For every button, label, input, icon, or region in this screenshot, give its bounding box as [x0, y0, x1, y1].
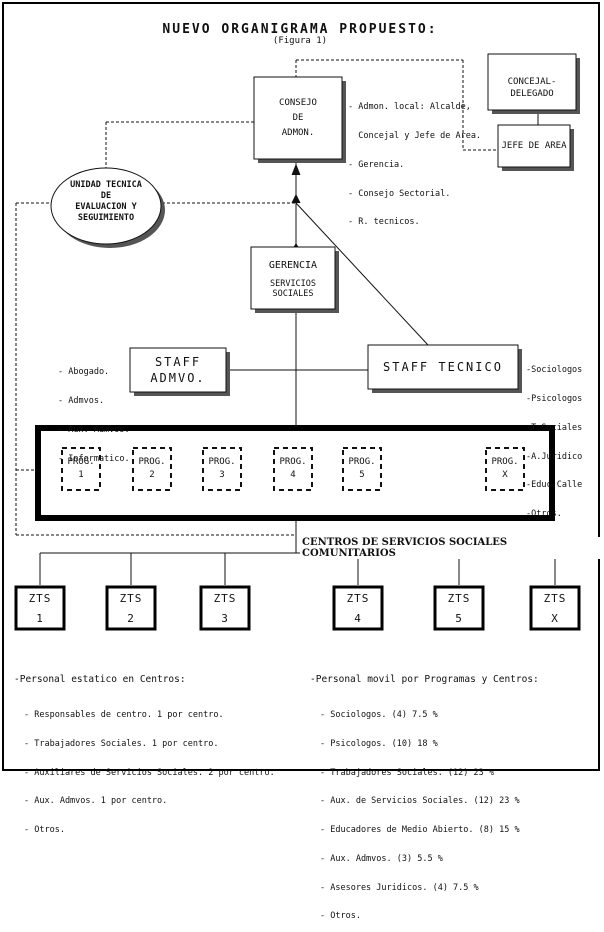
personal-movil-item: - Sociologos. (4) 7.5 %: [320, 709, 438, 720]
consejo-members-list: - Admon. local: Alcalde, Concejal y Jefe…: [348, 84, 481, 238]
consejo-line1: CONSEJO: [279, 98, 317, 108]
zts-box-2: ZTS 2: [107, 589, 155, 629]
personal-movil-item: - Otros.: [320, 911, 361, 922]
program-label: PROG.: [491, 457, 519, 467]
program-label: PROG.: [348, 457, 376, 467]
program-label: PROG.: [138, 457, 166, 467]
unidad-line2: DE: [100, 191, 112, 201]
staff-admvo-node: STAFF ADMVO.: [130, 354, 226, 386]
page-title: NUEVO ORGANIGRAMA PROPUESTO:: [162, 22, 438, 37]
consejo-line3: ADMON.: [281, 128, 315, 138]
staff-tecnico-item: -A.Juridico: [526, 451, 583, 462]
zts-label: ZTS: [119, 592, 143, 605]
gerencia-line2: SERVICIOS: [269, 279, 317, 289]
zts-label: ZTS: [543, 592, 567, 605]
zts-label: ZTS: [447, 592, 471, 605]
program-number: 1: [78, 470, 84, 480]
staff-admvo-item: - Informatico.: [58, 453, 130, 464]
jefe-de-area-node: JEFE DE AREA: [501, 141, 567, 151]
zts-number: 3: [221, 612, 229, 625]
centros-heading: CENTROS DE SERVICIOS SOCIALES COMUNITARI…: [300, 537, 604, 559]
program-label: PROG.: [208, 457, 236, 467]
zts-box-4: ZTS 4: [334, 589, 382, 629]
zts-number: 2: [127, 612, 135, 625]
personal-movil-item: - Aux. Admvos. (3) 5.5 %: [320, 853, 443, 864]
program-box-2: PROG. 2: [135, 456, 169, 482]
personal-estatico-item: - Trabajadores Sociales. 1 por centro.: [24, 738, 219, 749]
personal-movil-item: - Psicologos. (10) 18 %: [320, 738, 438, 749]
program-label: PROG.: [279, 457, 307, 467]
program-number: 5: [359, 470, 365, 480]
staff-admvo-item: - Abogado.: [58, 367, 110, 378]
personal-estatico-item: - Auxiliares de Servicios Sociales. 2 po…: [24, 767, 275, 778]
program-box-1: PROG. 1: [64, 456, 98, 482]
program-number: X: [502, 470, 508, 480]
zts-label: ZTS: [213, 592, 237, 605]
consejo-member: Concejal y Jefe de Area.: [348, 130, 482, 141]
program-number: 2: [149, 470, 155, 480]
staff-tecnico-item: -T.Sociales: [526, 422, 583, 433]
unidad-tecnica-node: UNIDAD TECNICA DE EVALUACION Y SEGUIMIEN…: [51, 180, 161, 224]
personal-estatico-item: - Responsables de centro. 1 por centro.: [24, 709, 224, 720]
zts-label: ZTS: [346, 592, 370, 605]
gerencia-node: GERENCIA SERVICIOS SOCIALES: [251, 260, 335, 299]
program-number: 4: [290, 470, 296, 480]
consejo-node: CONSEJO DE ADMON.: [254, 96, 342, 141]
zts-number: 1: [36, 612, 44, 625]
personal-estatico-section: -Personal estatico en Centros: - Respons…: [14, 656, 275, 845]
staff-admvo-line2: ADMVO.: [150, 371, 206, 385]
personal-estatico-item: - Aux. Admvos. 1 por centro.: [24, 796, 168, 807]
zts-label: ZTS: [28, 592, 52, 605]
gerencia-line3: SOCIALES: [272, 288, 314, 299]
staff-tecnico-list: -Sociologos -Psicologos -T.Sociales -A.J…: [526, 347, 582, 529]
staff-tecnico-item: -Sociologos: [526, 365, 583, 376]
personal-movil-section: -Personal movil por Programas y Centros:…: [310, 656, 539, 932]
program-number: 3: [219, 470, 225, 480]
gerencia-line1: GERENCIA: [268, 260, 318, 271]
personal-movil-item: - Trabajadores Sociales. (12) 23 %: [320, 767, 494, 778]
program-box-4: PROG. 4: [276, 456, 310, 482]
staff-admvo-list: - Abogado. - Admvos. - Aux. Admvos. - In…: [58, 349, 130, 474]
zts-box-3: ZTS 3: [201, 589, 249, 629]
staff-tecnico-item: -Psicologos: [526, 393, 583, 404]
staff-admvo-line1: STAFF: [154, 355, 202, 369]
unidad-line4: SEGUIMIENTO: [77, 213, 135, 223]
staff-tecnico-item: -Educ.Calle: [526, 480, 583, 491]
page-subtitle: (Figura 1): [272, 36, 328, 46]
staff-admvo-item: - Admvos.: [58, 395, 105, 406]
personal-movil-item: - Asesores Juridicos. (4) 7.5 %: [320, 882, 479, 893]
zts-number: 4: [354, 612, 362, 625]
personal-estatico-item: - Otros.: [24, 825, 65, 836]
program-box-3: PROG. 3: [205, 456, 239, 482]
program-box-5: PROG. 5: [345, 456, 379, 482]
zts-box-5: ZTS 5: [435, 589, 483, 629]
program-box-x: PROG. X: [488, 456, 522, 482]
unidad-line3: EVALUACION Y: [75, 202, 137, 212]
zts-number: 5: [455, 612, 463, 625]
concejal-delegado-node: CONCEJAL-DELEGADO: [507, 77, 557, 99]
personal-movil-item: - Aux. de Servicios Sociales. (12) 23 %: [320, 796, 520, 807]
personal-movil-item: - Educadores de Medio Abierto. (8) 15 %: [320, 825, 520, 836]
program-label: PROG.: [67, 457, 95, 467]
zts-number: X: [551, 612, 559, 625]
consejo-member: - Consejo Sectorial.: [348, 188, 451, 199]
unidad-line1: UNIDAD TECNICA: [70, 180, 142, 190]
consejo-member: - Gerencia.: [348, 159, 405, 170]
personal-estatico-heading: -Personal estatico en Centros:: [14, 674, 186, 686]
consejo-member: - Admon. local: Alcalde,: [348, 102, 471, 113]
staff-admvo-item: - Aux. Admvos.: [58, 424, 130, 435]
staff-tecnico-item: -Otros.: [526, 509, 562, 520]
staff-tecnico-node: STAFF TECNICO: [383, 360, 503, 374]
consejo-member: - R. tecnicos.: [348, 217, 420, 228]
personal-movil-heading: -Personal movil por Programas y Centros:: [310, 674, 539, 686]
consejo-line2: DE: [292, 113, 304, 123]
zts-box-x: ZTS X: [531, 589, 579, 629]
page-frame: [2, 2, 600, 771]
connector-lines: [14, 53, 581, 631]
zts-box-1: ZTS 1: [16, 589, 64, 629]
